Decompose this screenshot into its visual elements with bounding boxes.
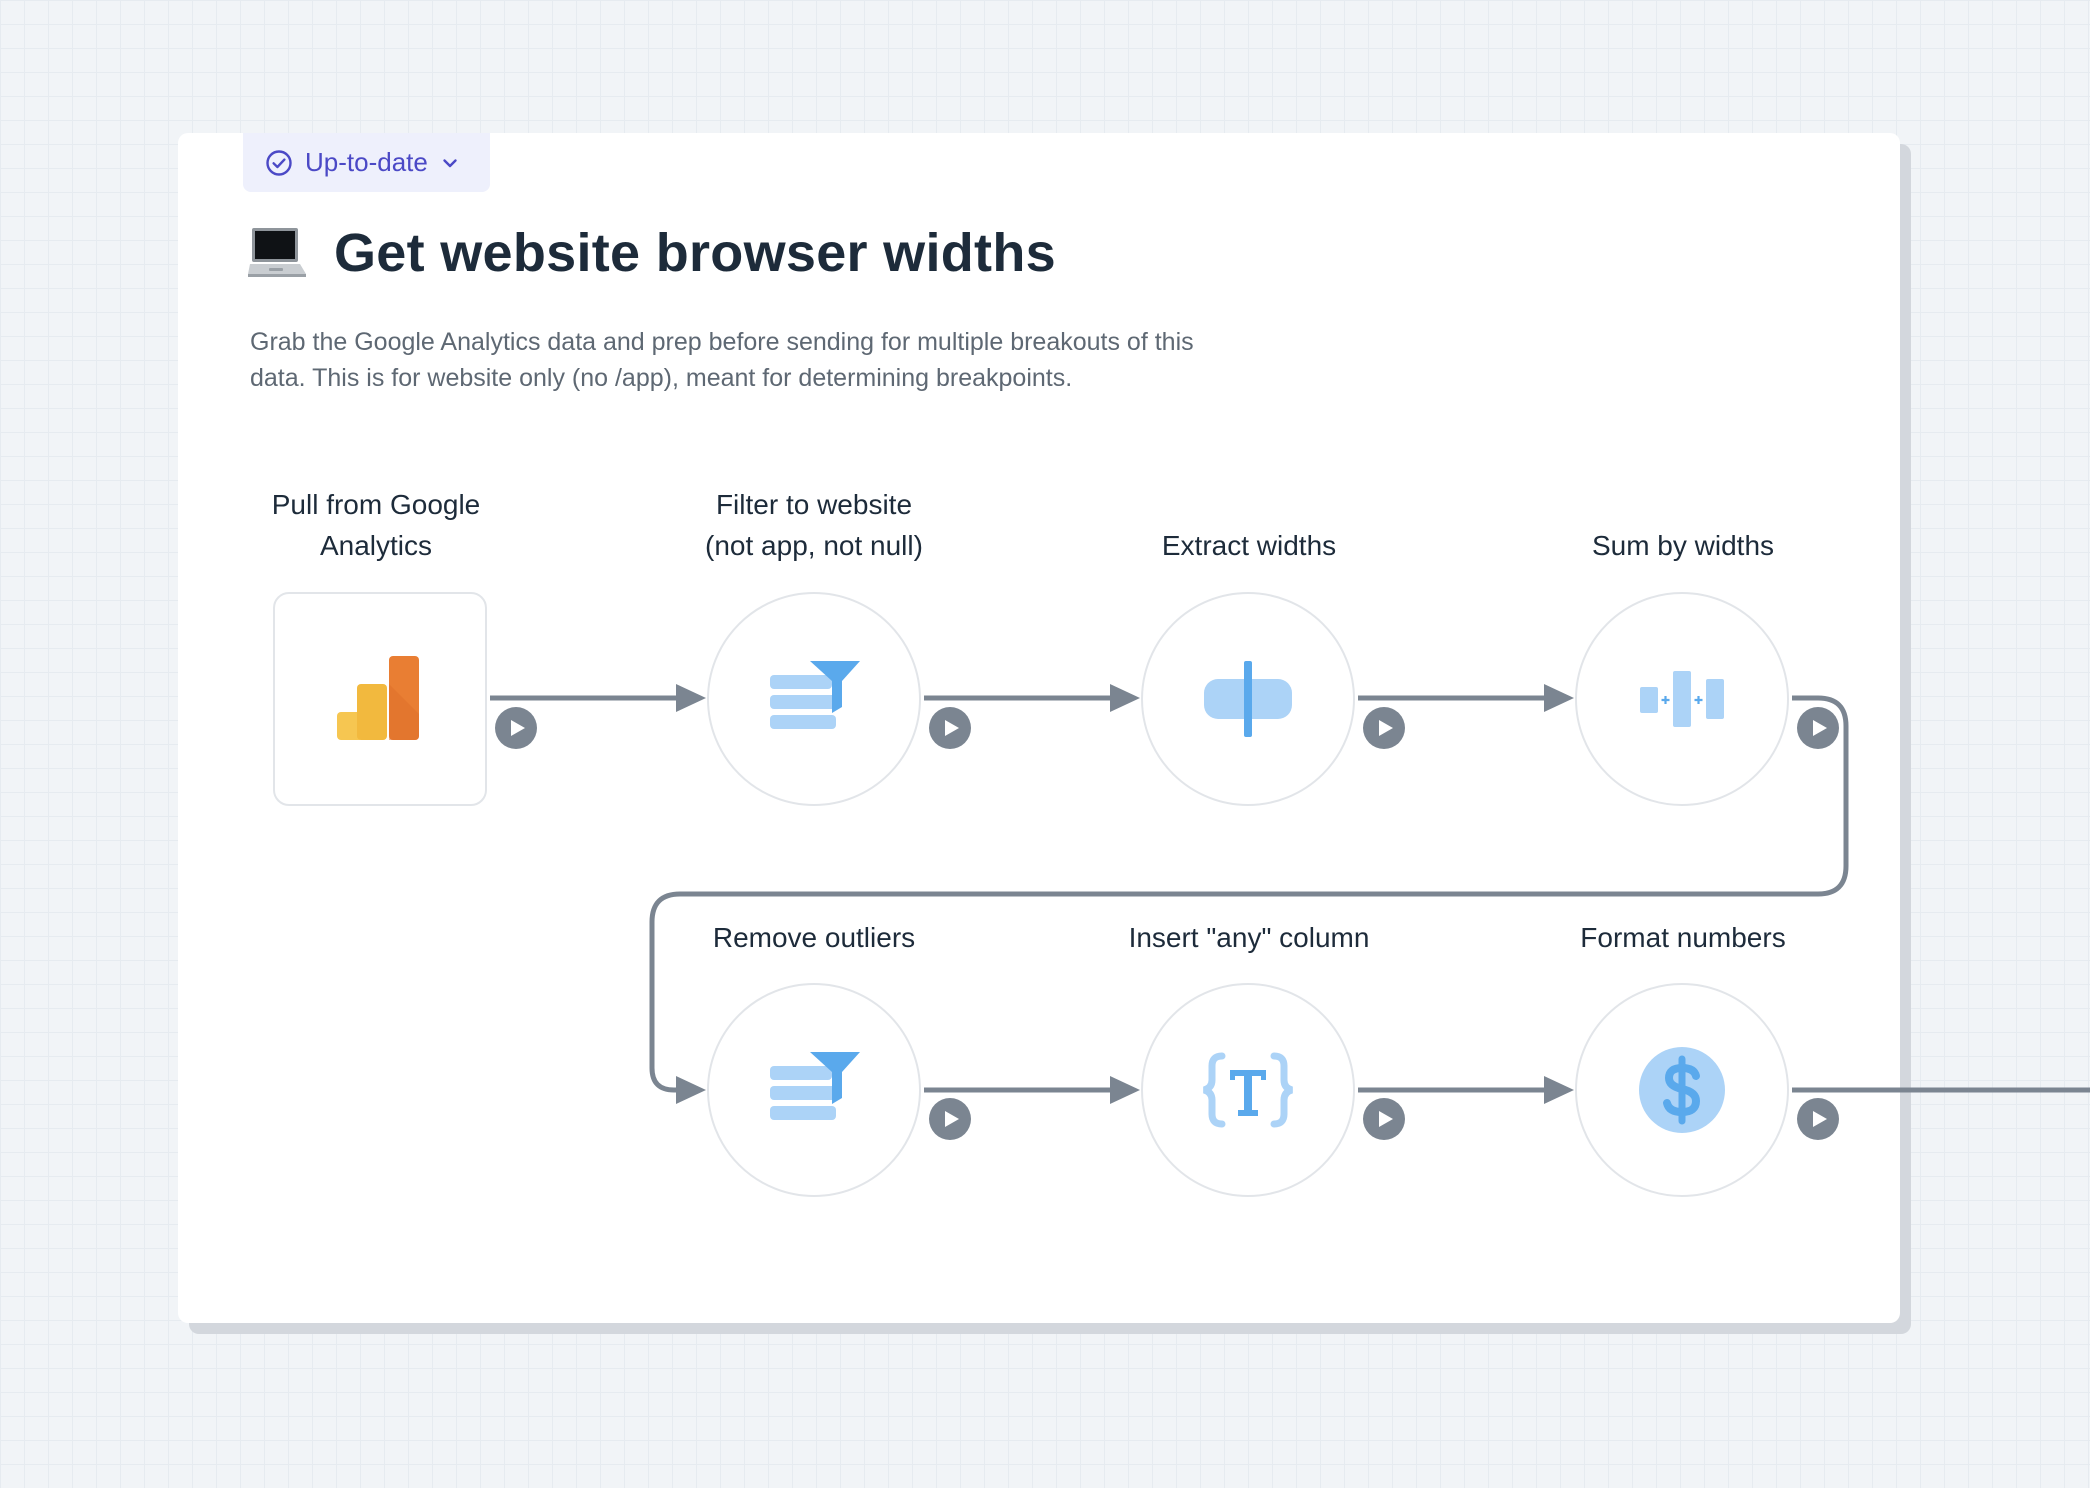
step-node-pull[interactable]: [273, 592, 487, 806]
play-icon: [1379, 720, 1393, 736]
step-node-filter[interactable]: [707, 592, 921, 806]
run-step-format-button[interactable]: [1797, 1098, 1839, 1140]
step-node-insert[interactable]: [1141, 983, 1355, 1197]
play-icon: [1813, 1111, 1827, 1127]
laptop-icon: [248, 228, 306, 277]
title-row: Get website browser widths: [248, 222, 1056, 284]
step-label-format: Format numbers: [1580, 922, 1786, 953]
arrowhead-6: [1110, 1076, 1140, 1104]
step-node-format[interactable]: [1575, 983, 1789, 1197]
play-icon: [1379, 1111, 1393, 1127]
dollar-icon: [1639, 1047, 1725, 1133]
step-label-sum: Sum by widths: [1591, 530, 1775, 561]
step-label-insert: Insert "any" column: [1128, 922, 1370, 953]
check-circle-icon: [266, 149, 292, 176]
run-step-pull-button[interactable]: [495, 707, 537, 749]
workflow-description[interactable]: Grab the Google Analytics data and prep …: [250, 328, 1194, 392]
chevron-down-icon: [443, 158, 457, 167]
step-node-remove[interactable]: [707, 983, 921, 1197]
run-step-remove-button[interactable]: [929, 1098, 971, 1140]
arrowhead-2: [676, 684, 706, 712]
step-label-pull: Pull from Google Analytics: [271, 489, 481, 561]
arrowhead-4: [1544, 684, 1574, 712]
play-icon: [511, 720, 525, 736]
run-step-extract-button[interactable]: [1363, 707, 1405, 749]
status-label: Up-to-date: [305, 147, 428, 177]
step-node-extract[interactable]: [1141, 592, 1355, 806]
status-dropdown[interactable]: Up-to-date: [243, 133, 490, 192]
arrowhead-3: [1110, 684, 1140, 712]
step-node-sum[interactable]: [1575, 592, 1789, 806]
run-step-insert-button[interactable]: [1363, 1098, 1405, 1140]
aggregate-icon: [1640, 671, 1724, 727]
step-label-filter: Filter to website (not app, not null): [705, 489, 923, 561]
arrowhead-7: [1544, 1076, 1574, 1104]
step-label-extract: Extract widths: [1161, 530, 1337, 561]
play-icon: [1813, 720, 1827, 736]
google-analytics-icon: [337, 656, 419, 740]
workflow-title[interactable]: Get website browser widths: [334, 223, 1056, 283]
filter-icon: [770, 661, 860, 729]
step-label-remove: Remove outliers: [712, 922, 916, 953]
connector-4-5: [649, 695, 1849, 1093]
run-step-sum-button[interactable]: [1797, 707, 1839, 749]
run-step-filter-button[interactable]: [929, 707, 971, 749]
arrowhead-5: [676, 1076, 706, 1104]
play-icon: [945, 720, 959, 736]
template-text-icon: [1202, 1052, 1294, 1128]
filter-icon: [770, 1052, 860, 1120]
split-column-icon: [1204, 661, 1292, 737]
play-icon: [945, 1111, 959, 1127]
